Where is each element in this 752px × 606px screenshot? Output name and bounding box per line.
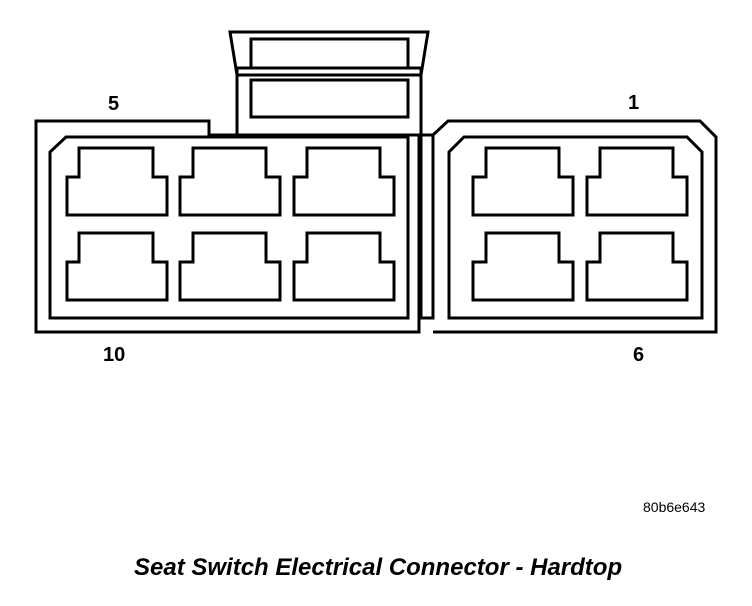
image-code: 80b6e643 xyxy=(643,499,706,515)
cavity-right-bottom-2 xyxy=(585,231,689,302)
cavity-left-top-1 xyxy=(65,146,169,217)
cavity-left-bottom-1 xyxy=(65,231,169,302)
latch-upper-window xyxy=(249,37,410,70)
cavity-right-bottom-1 xyxy=(471,231,575,302)
latch-lower-window xyxy=(249,78,410,119)
pin-label-1: 1 xyxy=(628,92,640,114)
latch-outer xyxy=(228,30,430,135)
right-housing-inner xyxy=(447,135,704,320)
right-housing-outer xyxy=(431,119,718,334)
cavity-left-bottom-3 xyxy=(292,231,396,302)
left-housing-outer xyxy=(34,119,421,334)
pin-label-5: 5 xyxy=(108,93,120,115)
pin-label-10: 10 xyxy=(103,344,126,366)
cavity-left-top-3 xyxy=(292,146,396,217)
cavity-right-top-1 xyxy=(471,146,575,217)
center-divider xyxy=(419,133,435,320)
pin-label-6: 6 xyxy=(633,344,645,366)
latch-band xyxy=(235,66,423,77)
left-housing-inner xyxy=(48,135,410,320)
cavity-left-bottom-2 xyxy=(178,231,282,302)
diagram-caption: Seat Switch Electrical Connector - Hardt… xyxy=(134,554,623,581)
cavity-left-top-2 xyxy=(178,146,282,217)
cavity-right-top-2 xyxy=(585,146,689,217)
